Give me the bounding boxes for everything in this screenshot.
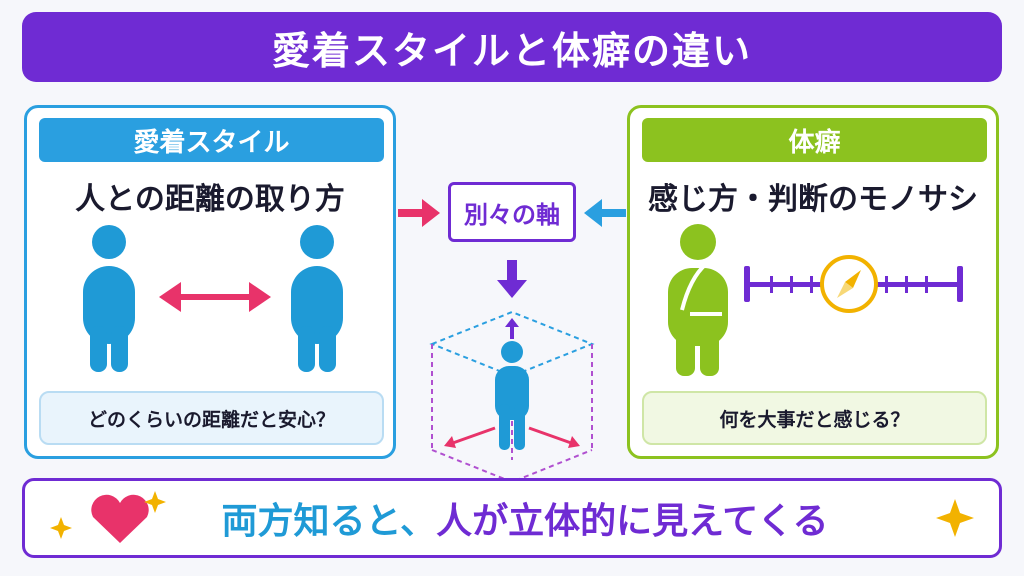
arrow-right-icon — [398, 199, 440, 227]
separate-axis-label: 別々の軸 — [448, 182, 576, 242]
attachment-style-panel: 愛着スタイル 人との距離の取り方 どのくらいの距離だと安心？ — [24, 105, 396, 459]
arrow-left-icon — [584, 199, 626, 227]
bottom-decoration — [50, 491, 974, 543]
person-icon — [83, 225, 135, 372]
double-arrow-icon — [159, 282, 271, 312]
sparkle-icon — [144, 491, 166, 513]
conclusion-rest: 人が立体的に見えてくる — [436, 501, 829, 542]
question-box: どのくらいの距離だと安心？ — [39, 391, 384, 445]
question-box: 何を大事だと感じる？ — [642, 391, 987, 445]
person-icon — [291, 225, 343, 372]
conclusion-text: 両方知ると、人が立体的に見えてくる — [165, 481, 885, 555]
panel-header: 愛着スタイル — [39, 118, 384, 162]
thinking-person-icon — [668, 224, 728, 376]
title-bar: 愛着スタイルと体癖の違い — [22, 12, 1002, 82]
down-arrow-icon — [497, 260, 527, 298]
heart-icon — [91, 494, 149, 543]
compass-icon — [820, 255, 878, 313]
panel-subtitle: 感じ方・判断のモノサシ — [648, 182, 978, 217]
panel-header: 体癖 — [642, 118, 987, 162]
distance-illustration — [83, 225, 343, 372]
judgement-illustration — [668, 224, 963, 376]
page-title: 愛着スタイルと体癖の違い — [271, 28, 752, 73]
conclusion-bar: 両方知ると、人が立体的に見えてくる — [22, 478, 1002, 558]
sparkle-icon — [936, 499, 974, 537]
body-habit-panel: 体癖 感じ方・判断のモノサシ 何を大事だと感じる？ — [627, 105, 999, 459]
person-in-cube-icon — [429, 310, 595, 484]
panel-subtitle: 人との距離の取り方 — [75, 182, 345, 217]
sparkle-icon — [50, 517, 72, 539]
conclusion-lead: 両方知ると、 — [221, 501, 437, 542]
